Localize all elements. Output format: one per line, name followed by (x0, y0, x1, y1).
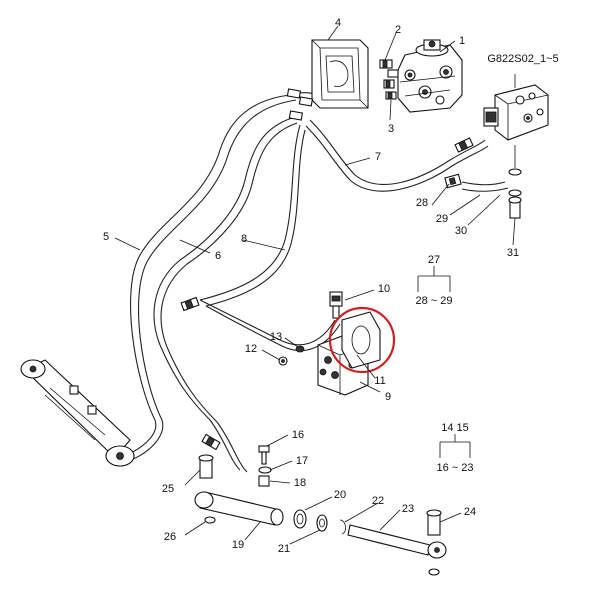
clip-26 (204, 516, 216, 524)
callout-16: 16 (292, 429, 304, 441)
ring-22 (339, 519, 346, 535)
group-27-label: 27 (428, 254, 440, 266)
tie-rod-19 (194, 491, 284, 526)
callout-17: 17 (296, 455, 308, 467)
clip-bottom (428, 568, 440, 576)
seal-20 (293, 509, 307, 529)
callout-5: 5 (103, 231, 109, 243)
callout-1: 1 (459, 35, 465, 47)
callout-23: 23 (402, 503, 414, 515)
group-14-15-range: 16 ~ 23 (436, 462, 473, 474)
fitting-3 (383, 79, 397, 100)
pipe-29 (461, 181, 509, 192)
fitting-10 (329, 291, 343, 319)
callout-20: 20 (334, 489, 346, 501)
highlight-ring-11 (328, 306, 396, 374)
callout-11: 11 (374, 375, 385, 387)
steering-unit-1 (397, 39, 463, 113)
callout-7: 7 (375, 151, 381, 163)
callout-13: 13 (270, 331, 282, 343)
steering-cylinder-left (20, 359, 135, 467)
pin-24 (426, 509, 442, 536)
callout-3: 3 (388, 123, 394, 135)
hose-fitting-lower (201, 433, 221, 451)
o-rings (508, 168, 522, 197)
washer-13 (295, 345, 305, 353)
callout-29: 29 (436, 213, 448, 225)
hose-6 (153, 117, 298, 348)
callout-26: 26 (164, 531, 176, 543)
connector-31 (508, 196, 522, 219)
group-14-15-label: 14 15 (441, 422, 469, 434)
bracket-hose-ends (286, 88, 314, 121)
diagram-reference-label: G822S02_1~5 (487, 53, 558, 65)
hose-8-lower (159, 344, 248, 473)
callout-28: 28 (416, 197, 428, 209)
valve-block (483, 84, 549, 141)
callout-21: 21 (278, 543, 290, 555)
fitting-2 (379, 59, 399, 78)
callout-24: 24 (464, 506, 476, 518)
gasket-11 (341, 311, 381, 369)
hose-8 (199, 124, 306, 307)
seal-21 (316, 514, 328, 532)
callout-6: 6 (215, 250, 221, 262)
mounting-bracket-4 (311, 39, 369, 109)
leader-lines (114, 25, 516, 545)
tie-rod-23 (347, 524, 447, 559)
callout-9: 9 (385, 391, 391, 403)
callout-2: 2 (395, 24, 401, 36)
callout-12: 12 (245, 343, 257, 355)
callout-19: 19 (232, 539, 244, 551)
nut-12 (278, 356, 288, 366)
hose-fitting-7 (454, 137, 474, 153)
bolt-16 (258, 445, 270, 465)
callout-31: 31 (507, 247, 519, 259)
bracket-27 (417, 266, 451, 292)
pin-25 (198, 454, 214, 479)
callout-30: 30 (455, 225, 467, 237)
hose-5 (124, 94, 297, 461)
hose-fitting-left (180, 296, 200, 312)
callout-10: 10 (378, 283, 390, 295)
washer-17 (258, 466, 272, 474)
callout-22: 22 (372, 495, 384, 507)
bracket-14-15 (439, 434, 471, 458)
hose-7 (305, 119, 489, 192)
callout-4: 4 (335, 17, 341, 29)
callout-8: 8 (241, 233, 247, 245)
callout-18: 18 (294, 477, 306, 489)
grease-nipple-18 (258, 475, 270, 487)
callout-25: 25 (162, 483, 174, 495)
group-27-range: 28 ~ 29 (415, 295, 452, 307)
